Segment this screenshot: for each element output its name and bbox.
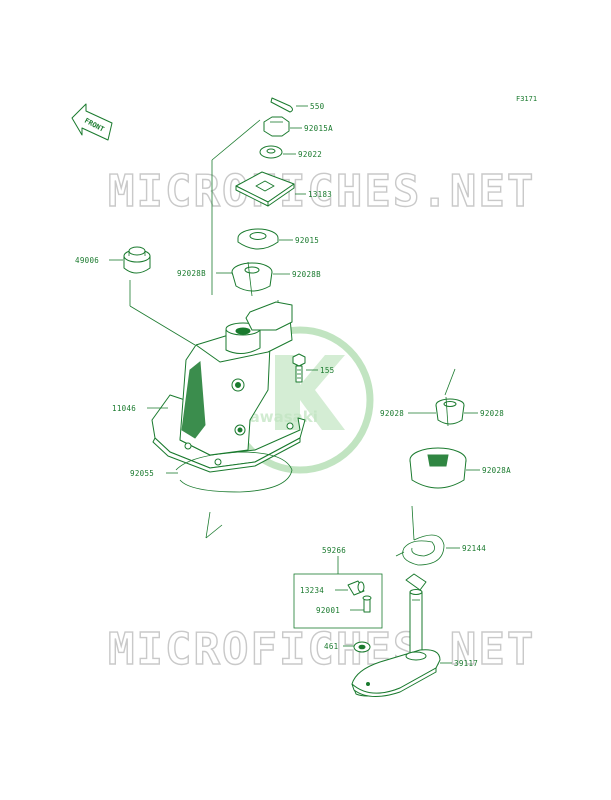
label-13234: 13234: [300, 586, 324, 595]
part-92028B-collar: 92028B 92028B: [177, 261, 321, 297]
part-92015-washer: 92015: [237, 228, 319, 250]
label-461: 461: [324, 642, 338, 651]
part-461-washer: 461: [324, 641, 371, 653]
watermark-bottom: MICROFICHES.NET: [107, 623, 535, 675]
watermark-top: MICROFICHES.NET: [107, 165, 535, 217]
svg-text:MICROFICHES.NET: MICROFICHES.NET: [108, 166, 535, 217]
label-49006: 49006: [75, 256, 99, 265]
front-arrow-icon: FRONT: [71, 103, 113, 141]
label-92001: 92001: [316, 606, 340, 615]
label-59266: 59266: [322, 546, 346, 555]
label-92144: 92144: [462, 544, 486, 553]
label-92028B-right: 92028B: [292, 270, 321, 279]
label-550: 550: [310, 102, 325, 111]
label-92028-left: 92028: [380, 409, 404, 418]
label-92028B-left: 92028B: [177, 269, 206, 278]
label-92028A: 92028A: [482, 466, 511, 475]
label-92015A: 92015A: [304, 124, 333, 133]
label-92015: 92015: [295, 236, 319, 245]
part-92015A-nut: 92015A: [263, 116, 333, 137]
label-13183: 13183: [308, 190, 332, 199]
part-11046-housing: 11046: [112, 301, 306, 473]
part-39117-lever: 39117: [351, 573, 478, 697]
part-59266-kit: 59266 13234 92001: [293, 546, 383, 629]
label-155: 155: [320, 366, 334, 375]
part-92028-collar: 92028 92028: [380, 396, 504, 427]
svg-text:MICROFICHES.NET: MICROFICHES.NET: [108, 624, 535, 675]
part-92028A-collar: 92028A: [409, 447, 511, 489]
part-13183-plate: 13183: [235, 171, 332, 207]
part-155-bolt: 155: [292, 353, 334, 383]
part-550-cotter-pin: 550: [270, 97, 325, 113]
label-11046: 11046: [112, 404, 136, 413]
label-92055: 92055: [130, 469, 154, 478]
part-92144-spring: 92144: [395, 505, 486, 566]
part-92022-washer: 92022: [259, 145, 322, 159]
label-92022: 92022: [298, 150, 322, 159]
svg-text:Kawasaki: Kawasaki: [238, 408, 318, 426]
part-49006-bushing: 49006: [75, 246, 151, 274]
figure-code: F3171: [516, 95, 537, 103]
part-92055-o-ring: 92055: [130, 451, 293, 493]
label-92028-right: 92028: [480, 409, 504, 418]
label-39117: 39117: [454, 659, 478, 668]
